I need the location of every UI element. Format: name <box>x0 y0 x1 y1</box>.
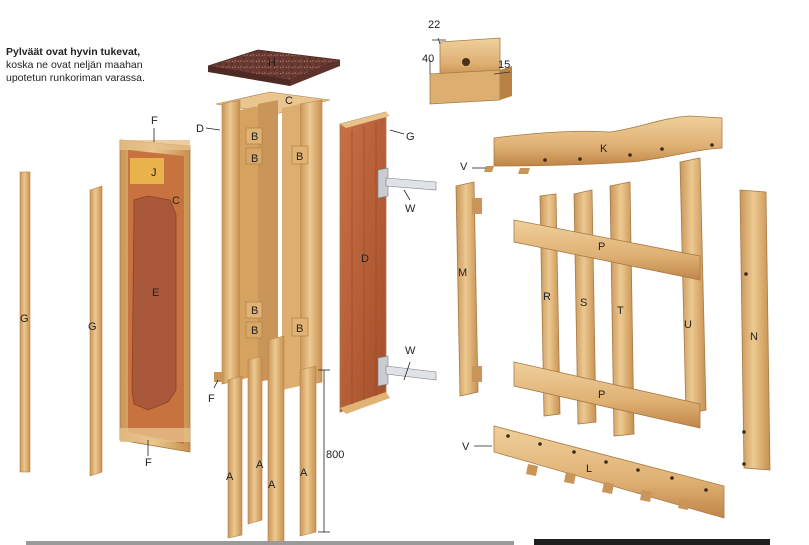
dimension-22: 22 <box>428 19 440 31</box>
label-a-3: A <box>268 479 276 491</box>
label-r: R <box>543 291 551 303</box>
dimension-800 <box>318 369 330 533</box>
panel-right-d <box>339 111 390 414</box>
gate-post-n <box>739 189 771 471</box>
label-v-top: V <box>460 161 468 173</box>
label-b-2: B <box>251 153 258 165</box>
dimension-40: 40 <box>422 53 434 65</box>
metal-bracket-lower <box>377 355 437 387</box>
label-f-pillar: F <box>208 393 215 405</box>
bottom-dark-bar <box>534 539 770 545</box>
dimension-800-label: 800 <box>326 449 344 461</box>
label-g-far-left: G <box>20 313 29 325</box>
label-l: L <box>586 463 592 475</box>
bottom-rail-l <box>493 425 725 519</box>
label-p-lower: P <box>598 389 605 401</box>
panel-insert-j <box>130 158 164 184</box>
label-d-left: D <box>196 123 204 135</box>
label-b-3: B <box>296 151 303 163</box>
central-pillar <box>214 91 331 545</box>
label-f-bottom: F <box>145 457 152 469</box>
label-s: S <box>580 297 587 309</box>
label-u: U <box>684 319 692 331</box>
label-c-top: C <box>285 95 293 107</box>
block-detail <box>429 37 512 105</box>
label-j: J <box>151 167 157 179</box>
label-f-top: F <box>151 115 158 127</box>
label-t: T <box>617 305 624 317</box>
label-a-2: A <box>256 459 264 471</box>
label-c-panel: C <box>172 195 180 207</box>
granite-top-h <box>207 49 341 86</box>
post-g-left <box>89 185 103 477</box>
cross-rail-p-lower <box>513 361 701 429</box>
label-b-6: B <box>296 323 303 335</box>
leader-lines <box>147 127 492 456</box>
label-p-upper: P <box>598 241 605 253</box>
caption-text: Pylväät ovat hyvin tukevat, koska ne ova… <box>6 46 236 85</box>
dimension-15: 15 <box>498 59 510 71</box>
label-n: N <box>750 331 758 343</box>
caption-bold-line: Pylväät ovat hyvin tukevat, <box>6 46 141 58</box>
caption-line-1: koska ne ovat neljän maahan <box>6 59 143 71</box>
metal-bracket-upper <box>377 167 437 199</box>
top-rail-k <box>484 115 723 174</box>
label-a-4: A <box>300 467 308 479</box>
label-b-5: B <box>251 325 258 337</box>
label-k: K <box>600 143 608 155</box>
label-w-lower: W <box>405 345 416 357</box>
label-m: M <box>458 267 467 279</box>
label-a-1: A <box>226 471 234 483</box>
bottom-grey-bar <box>26 541 514 545</box>
label-b-1: B <box>251 131 258 143</box>
caption-line-2: upotetun runkoriman varassa. <box>6 72 145 84</box>
label-g-left: G <box>88 321 97 333</box>
gate-post-m <box>455 181 482 397</box>
slat-u <box>679 157 707 415</box>
panel-left <box>119 139 191 453</box>
label-v-bottom: V <box>462 441 470 453</box>
label-b-4: B <box>251 305 258 317</box>
post-g-far-left <box>19 171 31 473</box>
label-d-right: D <box>361 253 369 265</box>
label-h: H <box>268 57 276 69</box>
label-e: E <box>152 287 159 299</box>
cross-rail-p-upper <box>513 219 701 281</box>
label-w-upper: W <box>405 203 416 215</box>
label-g-right: G <box>406 131 415 143</box>
